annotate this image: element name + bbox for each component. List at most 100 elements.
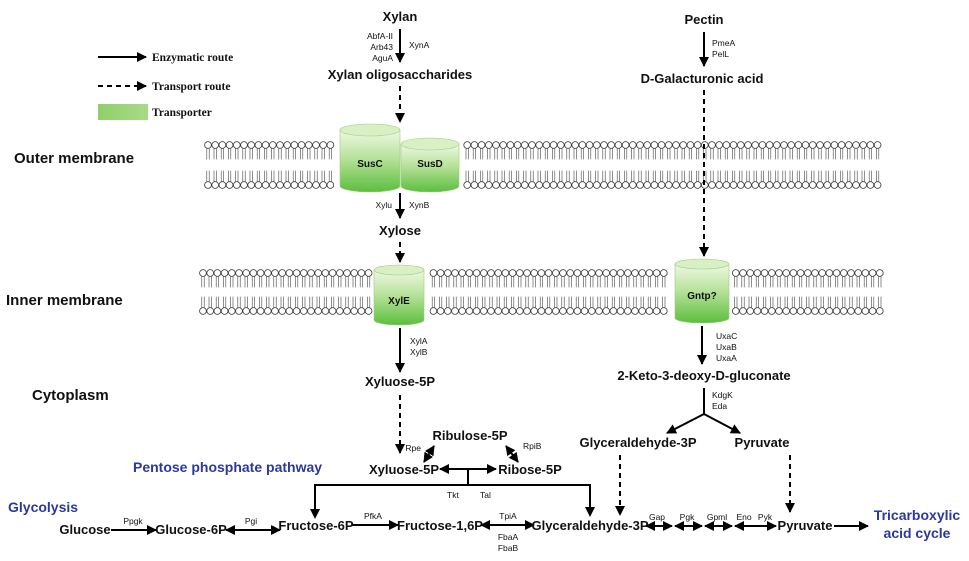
kdgk-enzyme: KdgK	[712, 390, 733, 400]
lipid-head	[304, 141, 313, 149]
lipid-head	[513, 141, 522, 149]
lipid-head	[506, 181, 515, 189]
lipid-head	[492, 141, 500, 149]
lipid-head	[549, 181, 558, 189]
lipid-head	[335, 269, 344, 277]
lipid-head	[578, 181, 587, 189]
lipid-head	[206, 269, 215, 277]
lipid-head	[559, 307, 567, 315]
lipid-head	[686, 181, 695, 189]
lipid-head	[609, 269, 618, 277]
lipid-head	[566, 307, 574, 315]
lipid-head	[844, 181, 853, 189]
lipid-head	[535, 141, 543, 149]
lipid-head	[861, 269, 870, 277]
pgi-enzyme: Pgi	[245, 516, 257, 526]
lipid-head	[451, 307, 459, 315]
lipid-head	[299, 307, 308, 315]
lipid-head	[645, 269, 654, 277]
lipid-head	[564, 181, 572, 189]
lipid-head	[839, 269, 848, 277]
lipid-head	[429, 269, 438, 277]
lipid-head	[801, 181, 810, 189]
lipid-head	[199, 269, 207, 277]
lipid-head	[739, 307, 747, 315]
lipid-head	[443, 307, 452, 315]
lipid-head	[218, 141, 227, 149]
lipid-head	[868, 307, 877, 315]
inner-membrane-label: Inner membrane	[6, 292, 123, 309]
lipid-head	[852, 181, 860, 189]
lipid-head	[616, 269, 625, 277]
lipid-head	[499, 181, 508, 189]
ppp-to-g3p-arrowhead	[585, 507, 595, 517]
lipid-head	[868, 269, 877, 277]
lipid-head	[861, 307, 870, 315]
lipid-head	[508, 307, 517, 315]
lipid-head	[220, 307, 229, 315]
lipid-head	[621, 181, 630, 189]
lipid-head	[866, 141, 875, 149]
lipid-head	[873, 181, 882, 189]
lipid-head	[343, 307, 351, 315]
lipid-head	[659, 269, 668, 277]
lipid-head	[515, 269, 524, 277]
lipid-head	[285, 307, 294, 315]
lipid-head	[235, 269, 243, 277]
lipid-head	[767, 269, 776, 277]
legend: Enzymatic route Transport route Transpor…	[98, 52, 233, 120]
lipid-head	[364, 269, 373, 277]
lipid-head	[580, 307, 589, 315]
lipid-head	[299, 269, 308, 277]
lipid-head	[775, 307, 783, 315]
lipid-head	[492, 181, 500, 189]
lipid-head	[271, 269, 279, 277]
tkt-enzyme: Tkt	[447, 490, 459, 500]
lipid-head	[335, 307, 344, 315]
kdg-to-pyruvate-arrow	[703, 413, 741, 434]
lipid-head	[506, 141, 515, 149]
ribulose-xyluose-arrow	[423, 445, 435, 463]
lipid-head	[765, 141, 774, 149]
lipid-head	[235, 307, 243, 315]
lipid-head	[443, 269, 452, 277]
lipid-head	[530, 269, 538, 277]
lipid-head	[772, 141, 781, 149]
susc-transporter: SusC	[339, 123, 401, 193]
lipid-head	[796, 269, 805, 277]
lipid-head	[242, 307, 251, 315]
lipid-head	[247, 141, 256, 149]
lipid-head	[247, 181, 256, 189]
lipid-head	[811, 269, 819, 277]
fructose-6p-label: Fructose-6P	[278, 518, 353, 533]
lipid-head	[314, 307, 323, 315]
lipid-head	[760, 307, 769, 315]
lipid-head	[751, 141, 759, 149]
glucose-label: Glucose	[59, 522, 110, 537]
lipid-head	[758, 141, 767, 149]
lipid-head	[715, 181, 723, 189]
lipid-head	[585, 141, 594, 149]
lipid-head	[484, 181, 493, 189]
rpe-enzyme: Rpe	[405, 443, 421, 453]
lipid-head	[556, 141, 565, 149]
galacturonic-acid-label: D-Galacturonic acid	[641, 71, 764, 86]
lipid-head	[609, 307, 618, 315]
lipid-head	[600, 141, 608, 149]
eda-enzyme: Eda	[712, 401, 727, 411]
lipid-head	[249, 269, 258, 277]
lipid-head	[775, 269, 783, 277]
lipid-head	[556, 181, 565, 189]
lipid-head	[866, 181, 875, 189]
susc-label: SusC	[357, 159, 383, 170]
xylan-label: Xylan	[383, 9, 418, 24]
lipid-head	[551, 307, 560, 315]
lipid-head	[595, 307, 603, 315]
lipid-head	[228, 269, 236, 277]
lipid-head	[484, 141, 493, 149]
lipid-head	[292, 307, 301, 315]
lipid-head	[233, 141, 241, 149]
lipid-head	[573, 269, 582, 277]
kdg-label: 2-Keto-3-deoxy-D-gluconate	[617, 368, 790, 383]
arb43-enzyme: Arb43	[370, 42, 393, 52]
